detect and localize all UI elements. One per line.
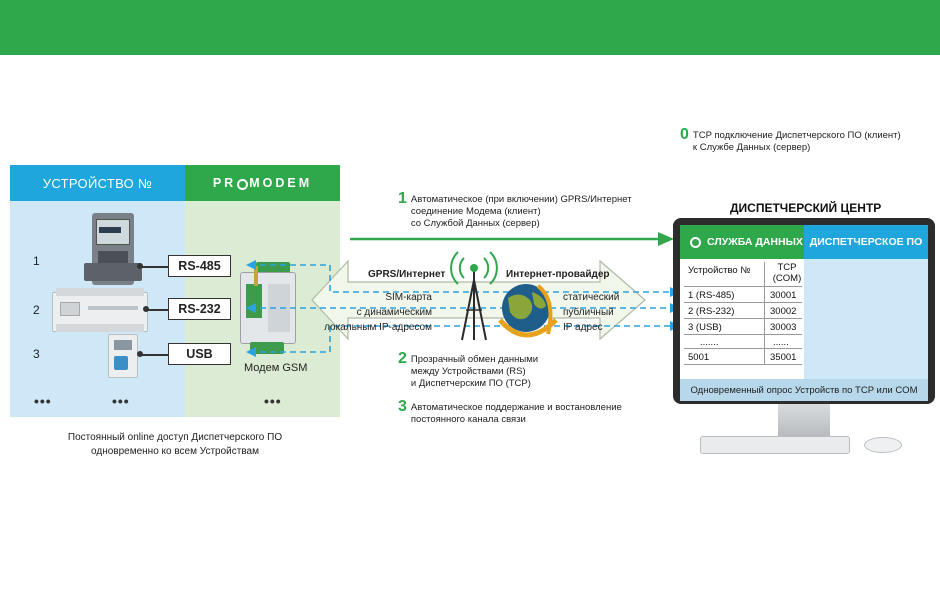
table-row-port: 30003 (770, 322, 797, 333)
step-3-number: 3 (398, 398, 407, 415)
step-2-number: 2 (398, 350, 407, 367)
step-3-line1: Автоматическое поддержание и востановлен… (410, 402, 622, 413)
step-0-line1: TCP подключение Диспетчерского ПО (клиен… (692, 130, 901, 141)
table-row-port: 30001 (770, 290, 797, 301)
step-1: 1 Автоматическое (при включении) GPRS/Ин… (398, 190, 632, 230)
step-2-line2: между Устройствами (RS) (410, 366, 526, 377)
wire-dot-2 (143, 306, 149, 312)
sim-line-3: локальным IP-адресом (324, 322, 432, 333)
dashed-arrow-2 (246, 303, 256, 313)
step-2: 2 Прозрачный обмен данными между Устройс… (398, 350, 538, 390)
port-usb: USB (168, 343, 231, 365)
ellipsis-device: ••• (112, 393, 130, 409)
provider-label: Интернет-провайдер (506, 269, 610, 280)
table-row-device: 2 (RS-232) (688, 306, 735, 317)
wire-2 (146, 309, 168, 311)
data-service-logo-icon (690, 236, 701, 248)
ellipsis-number: ••• (34, 393, 52, 409)
port-rs232: RS-232 (168, 298, 231, 320)
device-panel-title: УСТРОЙСТВО № (10, 165, 185, 201)
step-2-line3: и Диспетчерским ПО (TCP) (410, 378, 531, 389)
device-caption: Постоянный online доступ Диспетчерского … (10, 431, 340, 459)
globe-icon (498, 284, 558, 338)
dashed-arrow-1 (246, 260, 256, 270)
col-header-tcp: TCP (COM) (772, 262, 802, 284)
data-service-header: СЛУЖБА ДАННЫХ (680, 225, 804, 259)
col-header-device: Устройство № (688, 265, 751, 276)
step-3-line2: постоянного канала связи (410, 414, 526, 425)
wire-dot-3 (137, 351, 143, 357)
table-row-device: ....... (700, 337, 719, 348)
usb-device-icon (104, 334, 144, 380)
brand-text-pre: PR (212, 176, 237, 190)
table-row-device: 3 (USB) (688, 322, 722, 333)
wire-dot-1 (137, 263, 143, 269)
table-row-port: 35001 (770, 352, 797, 363)
step-1-number: 1 (398, 190, 407, 207)
monitor-stand (778, 404, 830, 436)
step1-arrow-head (658, 232, 674, 246)
promodem-logo: PR MODEM (185, 165, 340, 201)
dashed-link-1 (250, 264, 680, 293)
wire-3 (140, 354, 168, 356)
dashed-arrow-3 (246, 347, 256, 357)
table-row-port: ...... (773, 337, 789, 348)
wire-1 (140, 266, 168, 268)
dispatch-software-header: ДИСПЕТЧЕРСКОЕ ПО (804, 225, 928, 259)
mouse-icon (864, 437, 902, 453)
port-rs485: RS-485 (168, 255, 231, 277)
device-number-3: 3 (33, 347, 40, 361)
device-number-1: 1 (33, 254, 40, 268)
electric-meter-icon (84, 213, 142, 285)
ip-line-1: статический (563, 292, 620, 303)
plc-controller-icon (52, 288, 148, 334)
sim-line-2: с динамическим (356, 307, 432, 318)
device-caption-line2: одновременно ко всем Устройствам (91, 446, 259, 457)
step-1-line3: со Службой Данных (сервер) (410, 218, 540, 229)
modem-label: Модем GSM (244, 362, 308, 374)
table-row-device: 5001 (688, 352, 710, 363)
data-service-label: СЛУЖБА ДАННЫХ (707, 236, 803, 248)
dispatch-software-area (804, 259, 928, 379)
col-header-tcp-line2: (COM) (772, 273, 802, 284)
ip-line-2: публичный (563, 307, 614, 318)
step-1-line1: Автоматическое (при включении) GPRS/Инте… (410, 194, 632, 205)
dispatch-title: ДИСПЕТЧЕРСКИЙ ЦЕНТР (730, 201, 882, 215)
cell-tower-icon (450, 251, 498, 341)
top-banner (0, 0, 940, 55)
ip-line-3: IP адрес (563, 322, 603, 333)
brand-text-post: MODEM (249, 176, 313, 190)
static-ip-note: статический публичный IP адрес (563, 290, 619, 335)
device-caption-line1: Постоянный online доступ Диспетчерского … (67, 432, 283, 443)
step-0: 0 TCP подключение Диспетчерского ПО (кли… (680, 126, 901, 154)
device-number-2: 2 (33, 303, 40, 317)
step-1-line2: соединение Модема (клиент) (410, 206, 541, 217)
table-row-port: 30002 (770, 306, 797, 317)
col-header-tcp-line1: TCP (777, 262, 797, 273)
logo-o-icon (237, 178, 249, 190)
poll-footer: Одновременный опрос Устройств по TCP или… (680, 379, 928, 401)
step-0-number: 0 (680, 126, 689, 143)
keyboard-icon (700, 436, 850, 454)
step-3: 3 Автоматическое поддержание и востановл… (398, 398, 622, 426)
sim-line-1: SIM-карта (385, 292, 432, 303)
table-row-device: 1 (RS-485) (688, 290, 735, 301)
step-2-line1: Прозрачный обмен данными (410, 354, 539, 365)
sim-card-note: SIM-карта с динамическим локальным IP-ад… (322, 290, 432, 335)
gprs-label: GPRS/Интернет (368, 269, 446, 280)
ellipsis-modem: ••• (264, 393, 282, 409)
step-0-line2: к Службе Данных (сервер) (692, 142, 811, 153)
